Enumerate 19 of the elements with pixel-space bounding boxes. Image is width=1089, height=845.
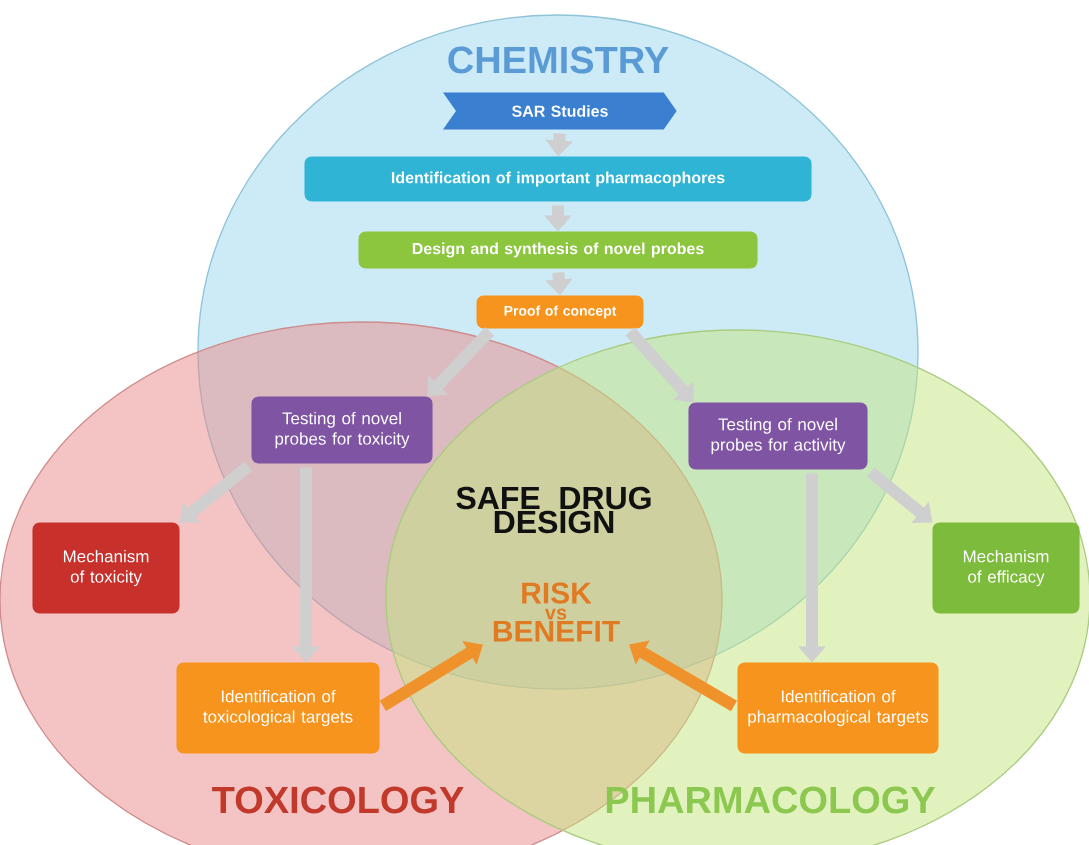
- block-arrow: [179, 461, 253, 524]
- process-box: Identification of toxicological targets: [176, 662, 380, 754]
- hexagon-box: SAR Studies: [443, 92, 677, 130]
- circle-title: PHARMACOLOGY: [606, 786, 936, 814]
- process-box: Identification of pharmacological targets: [737, 662, 939, 754]
- center-text: SAFE DRUG DESIGN: [456, 486, 651, 534]
- process-box: Identification of important pharmacophores: [304, 156, 812, 202]
- circle-title: TOXICOLOGY: [212, 786, 464, 814]
- process-box: Mechanism of efficacy: [932, 522, 1080, 614]
- process-box: Proof of concept: [476, 295, 644, 329]
- process-box: Mechanism of toxicity: [32, 522, 180, 614]
- block-arrow: [379, 641, 483, 711]
- block-arrow: [625, 327, 694, 403]
- block-arrow: [427, 327, 495, 397]
- process-box: Testing of novel probes for toxicity: [251, 396, 433, 464]
- process-box: Design and synthesis of novel probes: [358, 231, 758, 269]
- circle-title: CHEMISTRY: [448, 46, 669, 74]
- process-box: Testing of novel probes for activity: [688, 402, 868, 470]
- center-text: RISK vs BENEFIT: [493, 582, 620, 642]
